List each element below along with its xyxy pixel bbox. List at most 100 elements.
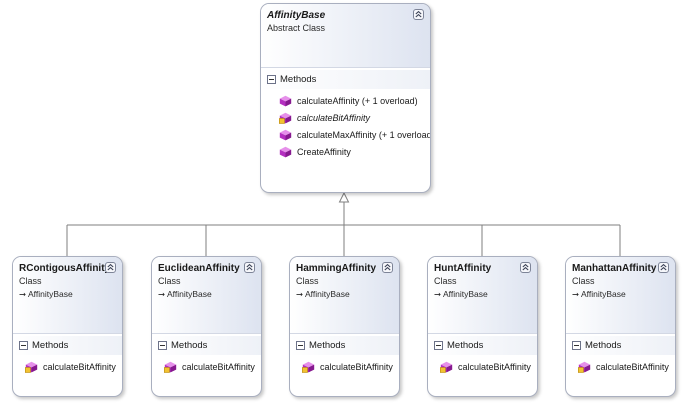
methods-section-label: Methods (447, 340, 484, 351)
inherits-arrow-icon: ➞ (19, 289, 29, 299)
method-cube-icon (164, 361, 177, 373)
class-box-rcontigousaffinity[interactable]: RContigousAffinity Class ➞ AffinityBase … (12, 256, 123, 397)
class-kind: Class (434, 276, 457, 286)
class-name: EuclideanAffinity (158, 263, 240, 274)
collapse-button[interactable] (413, 9, 424, 20)
base-class-name: AffinityBase (581, 289, 626, 299)
method-cube-icon (578, 361, 591, 373)
method-name: calculateBitAffinity (182, 361, 255, 372)
method-list: calculateBitAffinity (428, 355, 537, 375)
methods-section-header[interactable]: Methods (290, 336, 399, 355)
method-list: calculateBitAffinity (566, 355, 675, 375)
class-box-affinitybase[interactable]: AffinityBase Abstract Class Methods calc… (260, 3, 431, 193)
base-class-name: AffinityBase (443, 289, 488, 299)
class-header: AffinityBase Abstract Class (261, 4, 430, 68)
methods-section-label: Methods (585, 340, 622, 351)
base-class-ref: ➞ AffinityBase (19, 288, 116, 301)
method-row[interactable]: calculateBitAffinity (265, 109, 430, 126)
class-header: ManhattanAffinity Class ➞ AffinityBase (566, 257, 675, 334)
method-list: calculateBitAffinity (290, 355, 399, 375)
base-class-ref: ➞ AffinityBase (434, 288, 531, 301)
methods-section-label: Methods (309, 340, 346, 351)
inherits-arrow-icon: ➞ (572, 289, 582, 299)
base-class-ref: ➞ AffinityBase (158, 288, 255, 301)
methods-section-header[interactable]: Methods (261, 70, 430, 89)
methods-section-label: Methods (280, 74, 317, 85)
class-kind: Class (296, 276, 319, 286)
method-row[interactable]: CreateAffinity (265, 143, 430, 160)
class-header: HammingAffinity Class ➞ AffinityBase (290, 257, 399, 334)
minus-box-icon[interactable] (158, 341, 167, 350)
class-header: RContigousAffinity Class ➞ AffinityBase (13, 257, 122, 334)
class-name: HammingAffinity (296, 263, 376, 274)
inherits-arrow-icon: ➞ (296, 289, 306, 299)
method-cube-icon (25, 361, 38, 373)
class-box-huntaffinity[interactable]: HuntAffinity Class ➞ AffinityBase Method… (427, 256, 538, 397)
double-chevron-up-icon (415, 10, 422, 18)
method-list: calculateBitAffinity (13, 355, 122, 375)
methods-section-header[interactable]: Methods (566, 336, 675, 355)
method-row[interactable]: calculateBitAffinity (152, 358, 261, 375)
methods-section-label: Methods (32, 340, 69, 351)
methods-section-header[interactable]: Methods (13, 336, 122, 355)
methods-section-header[interactable]: Methods (152, 336, 261, 355)
base-class-name: AffinityBase (28, 289, 73, 299)
collapse-button[interactable] (382, 262, 393, 273)
class-header: HuntAffinity Class ➞ AffinityBase (428, 257, 537, 334)
class-box-euclideanaffinity[interactable]: EuclideanAffinity Class ➞ AffinityBase M… (151, 256, 262, 397)
class-name: HuntAffinity (434, 263, 492, 274)
method-name: calculateBitAffinity (320, 361, 393, 372)
methods-section-label: Methods (171, 340, 208, 351)
base-class-name: AffinityBase (305, 289, 350, 299)
method-name: calculateBitAffinity (297, 112, 371, 123)
collapse-button[interactable] (244, 262, 255, 273)
inherits-arrow-icon: ➞ (434, 289, 444, 299)
method-row[interactable]: calculateBitAffinity (428, 358, 537, 375)
collapse-button[interactable] (105, 262, 116, 273)
class-name: ManhattanAffinity (572, 263, 657, 274)
class-name: AffinityBase (267, 10, 326, 21)
minus-box-icon[interactable] (434, 341, 443, 350)
class-kind: Class (572, 276, 595, 286)
method-row[interactable]: calculateBitAffinity (13, 358, 122, 375)
double-chevron-up-icon (384, 263, 391, 271)
method-list: calculateBitAffinity (152, 355, 261, 375)
collapse-button[interactable] (520, 262, 531, 273)
method-name: calculateBitAffinity (596, 361, 669, 372)
method-name: calculateAffinity (+ 1 overload) (297, 95, 418, 106)
double-chevron-up-icon (522, 263, 529, 271)
minus-box-icon[interactable] (572, 341, 581, 350)
class-kind: Abstract Class (267, 23, 326, 33)
double-chevron-up-icon (246, 263, 253, 271)
minus-box-icon[interactable] (296, 341, 305, 350)
inherits-arrow-icon: ➞ (158, 289, 168, 299)
double-chevron-up-icon (660, 263, 667, 271)
methods-section-header[interactable]: Methods (428, 336, 537, 355)
collapse-button[interactable] (658, 262, 669, 273)
method-row[interactable]: calculateMaxAffinity (+ 1 overload) (265, 126, 430, 143)
method-cube-icon (302, 361, 315, 373)
class-box-manhattanaffinity[interactable]: ManhattanAffinity Class ➞ AffinityBase M… (565, 256, 676, 397)
minus-box-icon[interactable] (267, 75, 276, 84)
class-kind: Class (19, 276, 42, 286)
method-cube-icon (279, 146, 292, 157)
base-class-name: AffinityBase (167, 289, 212, 299)
method-row[interactable]: calculateAffinity (+ 1 overload) (265, 92, 430, 109)
method-name: CreateAffinity (297, 146, 351, 157)
class-kind: Class (158, 276, 181, 286)
minus-box-icon[interactable] (19, 341, 28, 350)
method-row[interactable]: calculateBitAffinity (290, 358, 399, 375)
method-name: calculateBitAffinity (458, 361, 531, 372)
method-cube-icon (279, 95, 292, 106)
class-box-hammingaffinity[interactable]: HammingAffinity Class ➞ AffinityBase Met… (289, 256, 400, 397)
class-name: RContigousAffinity (19, 263, 111, 274)
method-cube-icon (279, 129, 292, 140)
method-cube-icon (440, 361, 453, 373)
inheritance-arrow-icon (338, 191, 350, 203)
method-name: calculateMaxAffinity (+ 1 overload) (297, 129, 431, 140)
double-chevron-up-icon (107, 263, 114, 271)
class-header: EuclideanAffinity Class ➞ AffinityBase (152, 257, 261, 334)
method-name: calculateBitAffinity (43, 361, 116, 372)
method-row[interactable]: calculateBitAffinity (566, 358, 675, 375)
